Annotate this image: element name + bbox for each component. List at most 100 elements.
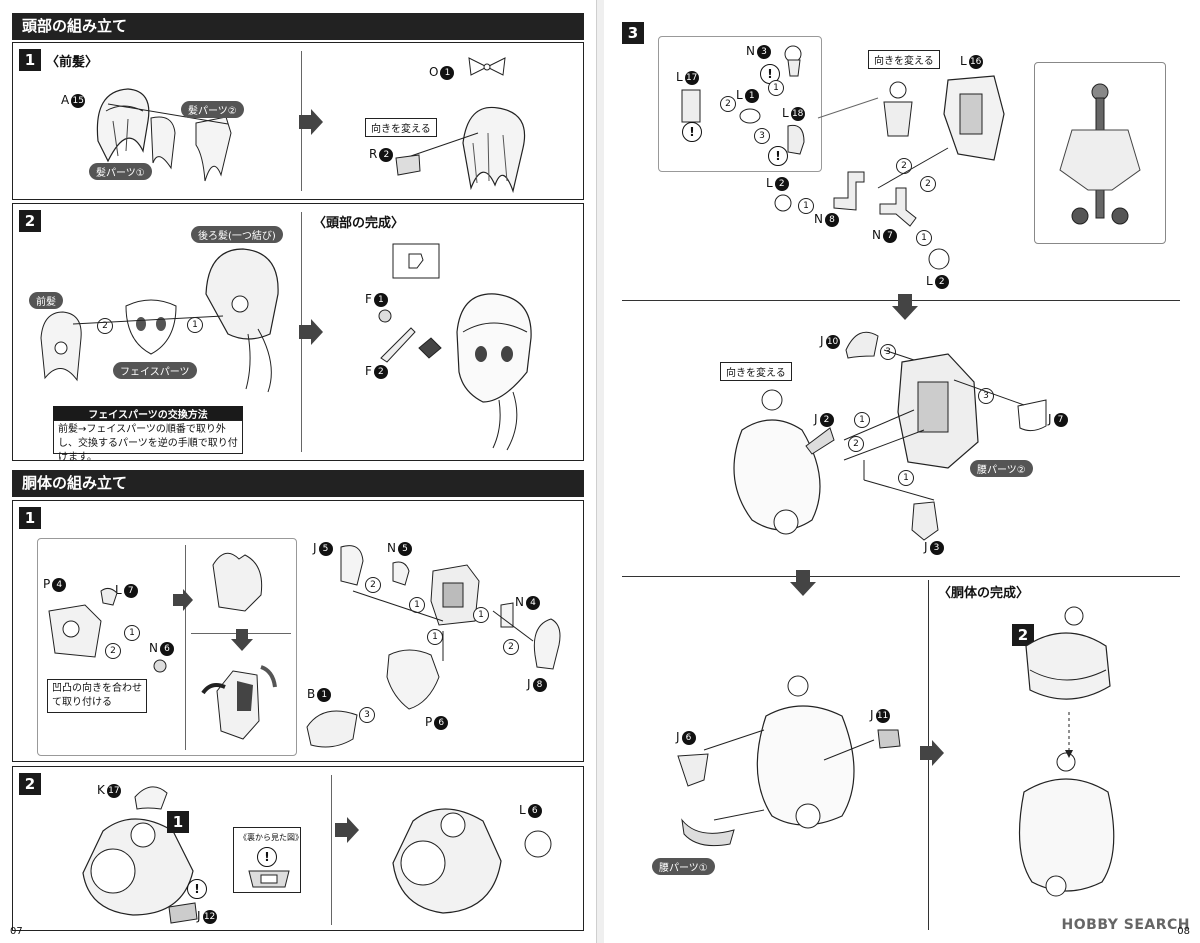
sub-assembly-frame [37, 538, 297, 756]
l17-part-drawing [681, 89, 701, 123]
step-arrow-icon [335, 817, 359, 843]
label-face-part: フェイスパーツ [113, 362, 197, 379]
assembly-lines [72, 315, 224, 325]
back-view-part-drawing [248, 870, 290, 888]
sub-part-drawing [212, 552, 263, 612]
step-order-1: 1 [473, 607, 489, 623]
step-order-2: 2 [896, 158, 912, 174]
step-order-1: 1 [124, 625, 140, 641]
step-number: 2 [19, 773, 41, 795]
assembly-arrow [107, 103, 229, 125]
step-order-2: 2 [720, 96, 736, 112]
reference-frame [1034, 62, 1166, 244]
j12-part-drawing [168, 902, 198, 924]
complete-torso-bottom [1018, 752, 1115, 897]
page-number: 08 [1177, 926, 1190, 937]
callout-bubble [392, 243, 440, 279]
label-waist-part1: 腰パーツ① [652, 858, 715, 875]
step-number: 1 [19, 507, 41, 529]
reference-step: 2 [1012, 624, 1034, 646]
warning-icon: ! [768, 146, 788, 166]
step-number: 1 [19, 49, 41, 71]
warning-icon: ! [187, 879, 207, 899]
step-order-2: 2 [365, 577, 381, 593]
waist1-part-drawing [681, 818, 735, 847]
torso-complete-drawing [392, 808, 502, 914]
l2b-ball-drawing [928, 248, 950, 270]
j2-part-drawing [805, 427, 835, 455]
step-order-2: 2 [503, 639, 519, 655]
face-part-drawing [125, 299, 177, 355]
watermark: HOBBY SEARCH [1061, 917, 1190, 933]
warning-icon: ! [682, 122, 702, 142]
l2-ball-drawing [774, 194, 792, 212]
arm-joint-j5 [340, 545, 364, 586]
step-order-2: 2 [848, 436, 864, 452]
head-front-hair-drawing [462, 106, 526, 194]
j3-part-drawing [911, 501, 939, 541]
complete-title: 〈胴体の完成〉 [938, 586, 1030, 601]
page-number: 07 [10, 926, 23, 937]
clip-part-drawing [395, 154, 421, 176]
j7-part-drawing [1017, 399, 1047, 432]
assembly-lines [843, 349, 1025, 501]
torso-frame-drawing [430, 564, 480, 626]
divider [185, 545, 186, 750]
section-divider [622, 576, 1180, 577]
ball-part-drawing [784, 45, 802, 77]
hair-part2-drawing [195, 116, 232, 182]
label-hair-part2: 髪パーツ② [181, 101, 244, 118]
step-order-1: 1 [916, 230, 932, 246]
head-step2-panel: 2 後ろ髪(一つ結び) 前髪 2 1 フェイスパーツ フェイスパーツの交換方法 … [12, 203, 584, 463]
hair-part1-drawing [150, 116, 176, 170]
section-head-assembly: 頭部の組み立て [12, 13, 584, 40]
down-arrow-icon [790, 570, 816, 596]
l1-part-drawing [739, 108, 761, 124]
step-arrow-icon [299, 109, 323, 135]
step-arrow-icon [299, 319, 323, 345]
back-frame-drawing [943, 75, 1005, 161]
down-arrow-icon [892, 294, 918, 320]
face-swap-note-title: フェイスパーツの交換方法 [53, 406, 243, 421]
step-number: 3 [622, 22, 644, 44]
step-order-1: 1 [798, 198, 814, 214]
assembly-lines [352, 590, 534, 661]
step-order-3: 3 [978, 388, 994, 404]
bust-part-drawing [306, 710, 358, 748]
arm-joint-j8 [533, 618, 561, 670]
hip-frame-drawing [897, 353, 979, 469]
step-number: 2 [19, 210, 41, 232]
dashed-assembly-line [1065, 712, 1073, 758]
label-front-hair: 前髪 [29, 292, 63, 309]
l18-part-drawing [787, 124, 805, 155]
joint-part-drawing [100, 587, 118, 606]
torso-drawing [82, 818, 194, 916]
step-order-1: 1 [768, 80, 784, 96]
j6-part-drawing [677, 753, 709, 787]
j11-part-drawing [877, 729, 901, 749]
